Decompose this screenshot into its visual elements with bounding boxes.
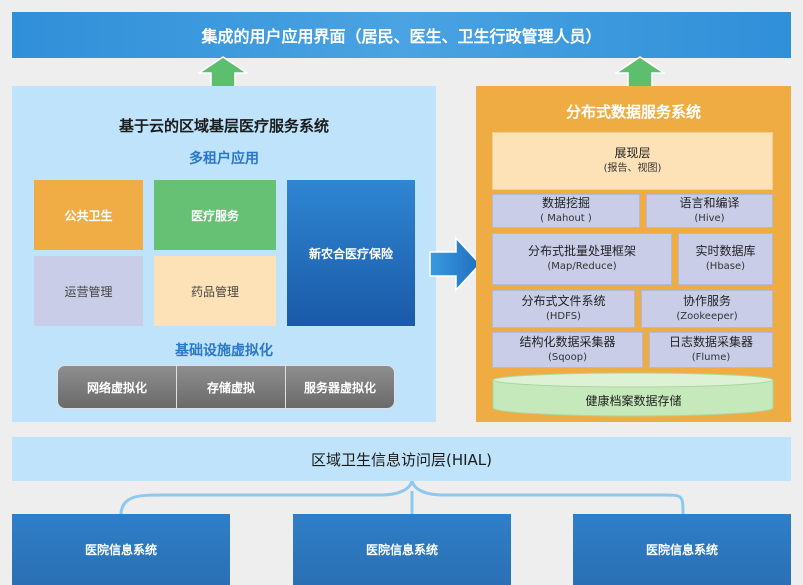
hospital-system-3: 医院信息系统 bbox=[573, 514, 791, 585]
coordination-service-box: 协作服务 (Zookeeper) bbox=[641, 290, 773, 328]
coord-sub: (Zookeeper) bbox=[676, 311, 738, 322]
storage-virtualization-box: 存储虚拟 bbox=[176, 365, 286, 409]
log-sub: (Flume) bbox=[691, 352, 731, 363]
drug-management-box: 药品管理 bbox=[154, 256, 276, 326]
presentation-sub: (报告、视图) bbox=[603, 163, 662, 174]
data-mining-box: 数据挖掘 ( Mahout ) bbox=[492, 194, 640, 228]
presentation-layer-box: 展现层 (报告、视图) bbox=[492, 132, 773, 190]
hospital-system-2: 医院信息系统 bbox=[293, 514, 511, 585]
realtime-sub: (Hbase) bbox=[705, 261, 746, 272]
hial-layer: 区域卫生信息访问层(HIAL) bbox=[12, 437, 791, 481]
hial-label: 区域卫生信息访问层(HIAL) bbox=[310, 450, 493, 469]
realtime-label: 实时数据库 bbox=[695, 244, 756, 258]
left-panel-title: 基于云的区域基层医疗服务系统 bbox=[118, 116, 329, 135]
left-up-arrow bbox=[198, 56, 248, 90]
right-up-arrow bbox=[615, 56, 665, 90]
data-mining-sub: ( Mahout ) bbox=[540, 213, 592, 224]
server-virtualization-box: 服务器虚拟化 bbox=[285, 365, 395, 409]
structured-sub: (Sqoop) bbox=[547, 352, 588, 363]
infrastructure-heading: 基础设施虚拟化 bbox=[175, 343, 273, 359]
hospital-label-2: 医院信息系统 bbox=[365, 543, 438, 557]
fs-sub: (HDFS) bbox=[546, 311, 581, 322]
data-mining-label: 数据挖掘 bbox=[541, 196, 590, 210]
distributed-data-service-panel: 分布式数据服务系统 展现层 (报告、视图) 数据挖掘 ( Mahout ) 语言… bbox=[476, 86, 791, 422]
rural-insurance-box: 新农合医疗保险 bbox=[287, 180, 415, 326]
log-label: 日志数据采集器 bbox=[668, 335, 753, 349]
right-arrow bbox=[429, 236, 482, 292]
operations-management-box: 运营管理 bbox=[34, 256, 143, 326]
medical-service-box: 医疗服务 bbox=[154, 180, 276, 250]
regional-medical-system-panel: 基于云的区域基层医疗服务系统 多租户应用 公共卫生 医疗服务 运营管理 药品管理… bbox=[12, 86, 436, 422]
structured-label: 结构化数据采集器 bbox=[519, 335, 616, 349]
storage-cylinder bbox=[492, 372, 774, 417]
hospital-label-1: 医院信息系统 bbox=[84, 543, 157, 557]
coord-label: 协作服务 bbox=[682, 294, 731, 308]
batch-sub: (Map/Reduce) bbox=[547, 261, 617, 272]
realtime-db-box: 实时数据库 (Hbase) bbox=[678, 233, 773, 285]
log-collector-box: 日志数据采集器 (Flume) bbox=[649, 332, 773, 368]
hospital-label-3: 医院信息系统 bbox=[645, 543, 718, 557]
health-record-storage-label: 健康档案数据存储 bbox=[585, 393, 682, 408]
distributed-fs-box: 分布式文件系统 (HDFS) bbox=[492, 290, 635, 328]
presentation-label: 展现层 bbox=[614, 146, 651, 160]
user-interface-title: 集成的用户应用界面（居民、医生、卫生行政管理人员） bbox=[201, 27, 602, 46]
structured-collector-box: 结构化数据采集器 (Sqoop) bbox=[492, 332, 643, 368]
right-panel-title: 分布式数据服务系统 bbox=[565, 102, 701, 121]
connector-lines bbox=[119, 481, 685, 516]
batch-label: 分布式批量处理框架 bbox=[527, 244, 636, 258]
public-health-box: 公共卫生 bbox=[34, 180, 143, 250]
fs-label: 分布式文件系统 bbox=[521, 294, 606, 308]
hospital-system-1: 医院信息系统 bbox=[12, 514, 230, 585]
user-interface-banner: 集成的用户应用界面（居民、医生、卫生行政管理人员） bbox=[12, 12, 791, 58]
language-compiler-box: 语言和编译 (Hive) bbox=[646, 194, 773, 228]
batch-processing-box: 分布式批量处理框架 (Map/Reduce) bbox=[492, 233, 672, 285]
network-virtualization-box: 网络虚拟化 bbox=[57, 365, 177, 409]
multi-tenant-heading: 多租户应用 bbox=[189, 151, 259, 167]
language-sub: (Hive) bbox=[694, 213, 725, 224]
language-label: 语言和编译 bbox=[679, 196, 740, 210]
